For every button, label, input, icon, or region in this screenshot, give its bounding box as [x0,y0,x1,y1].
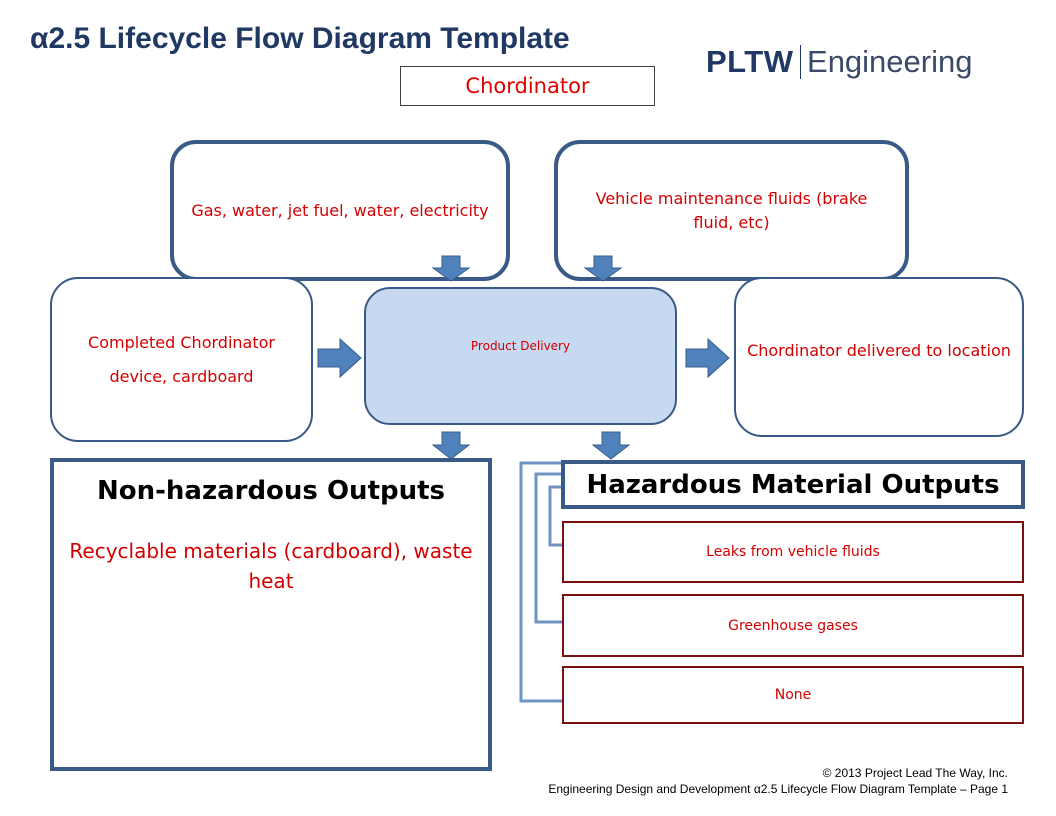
down-arrow-maintenance [583,255,623,282]
nonhazardous-text: Recyclable materials (cardboard), waste … [69,539,473,593]
footer-copyright: © 2013 Project Lead The Way, Inc. [822,766,1008,780]
delivered-output-text: Chordinator delivered to location [747,340,1011,360]
materials-input-line2: device, cardboard [109,366,254,386]
hazardous-item-3: None [562,666,1024,724]
hazardous-heading: Hazardous Material Outputs [586,469,1000,500]
process-box: Product Delivery [364,287,677,425]
materials-input-box: Completed Chordinator device, cardboard [50,277,313,442]
page-title: α2.5 Lifecycle Flow Diagram Template [30,22,570,55]
right-arrow-delivered [685,337,730,379]
hazardous-item-text: Leaks from vehicle fluids [706,544,880,560]
right-arrow-materials [317,337,362,379]
delivered-output-box: Chordinator delivered to location [734,277,1024,437]
nonhazardous-heading: Non-hazardous Outputs [96,476,446,506]
hazardous-heading-box: Hazardous Material Outputs [561,460,1025,509]
nonhazardous-box: Non-hazardous Outputs Recyclable materia… [50,458,492,771]
logo-division: Engineering [807,44,973,79]
product-name-box: Chordinator [400,66,655,106]
maintenance-input-box: Vehicle maintenance fluids (brake fluid,… [554,140,909,281]
logo-divider [799,45,802,79]
pltw-logo: PLTW Engineering [706,44,972,80]
process-label: Product Delivery [470,339,571,353]
hazardous-item-2: Greenhouse gases [562,594,1024,657]
maintenance-input-text: Vehicle maintenance fluids (brake fluid,… [595,188,868,232]
down-arrow-nonhazardous [431,431,471,460]
logo-brand: PLTW [706,44,794,79]
footer-course: Engineering Design and Development α2.5 … [548,782,1008,796]
bracket-middle [534,472,563,624]
bracket-inner [548,485,563,547]
bracket-outer [519,461,563,703]
energy-input-text: Gas, water, jet fuel, water, electricity [191,201,489,220]
down-arrow-energy [431,255,471,282]
product-name: Chordinator [465,74,590,98]
hazardous-item-text: None [774,687,812,703]
down-arrow-hazardous [591,431,631,460]
hazardous-item-text: Greenhouse gases [728,617,858,634]
hazardous-item-1: Leaks from vehicle fluids [562,521,1024,583]
materials-input-line1: Completed Chordinator [88,332,275,352]
